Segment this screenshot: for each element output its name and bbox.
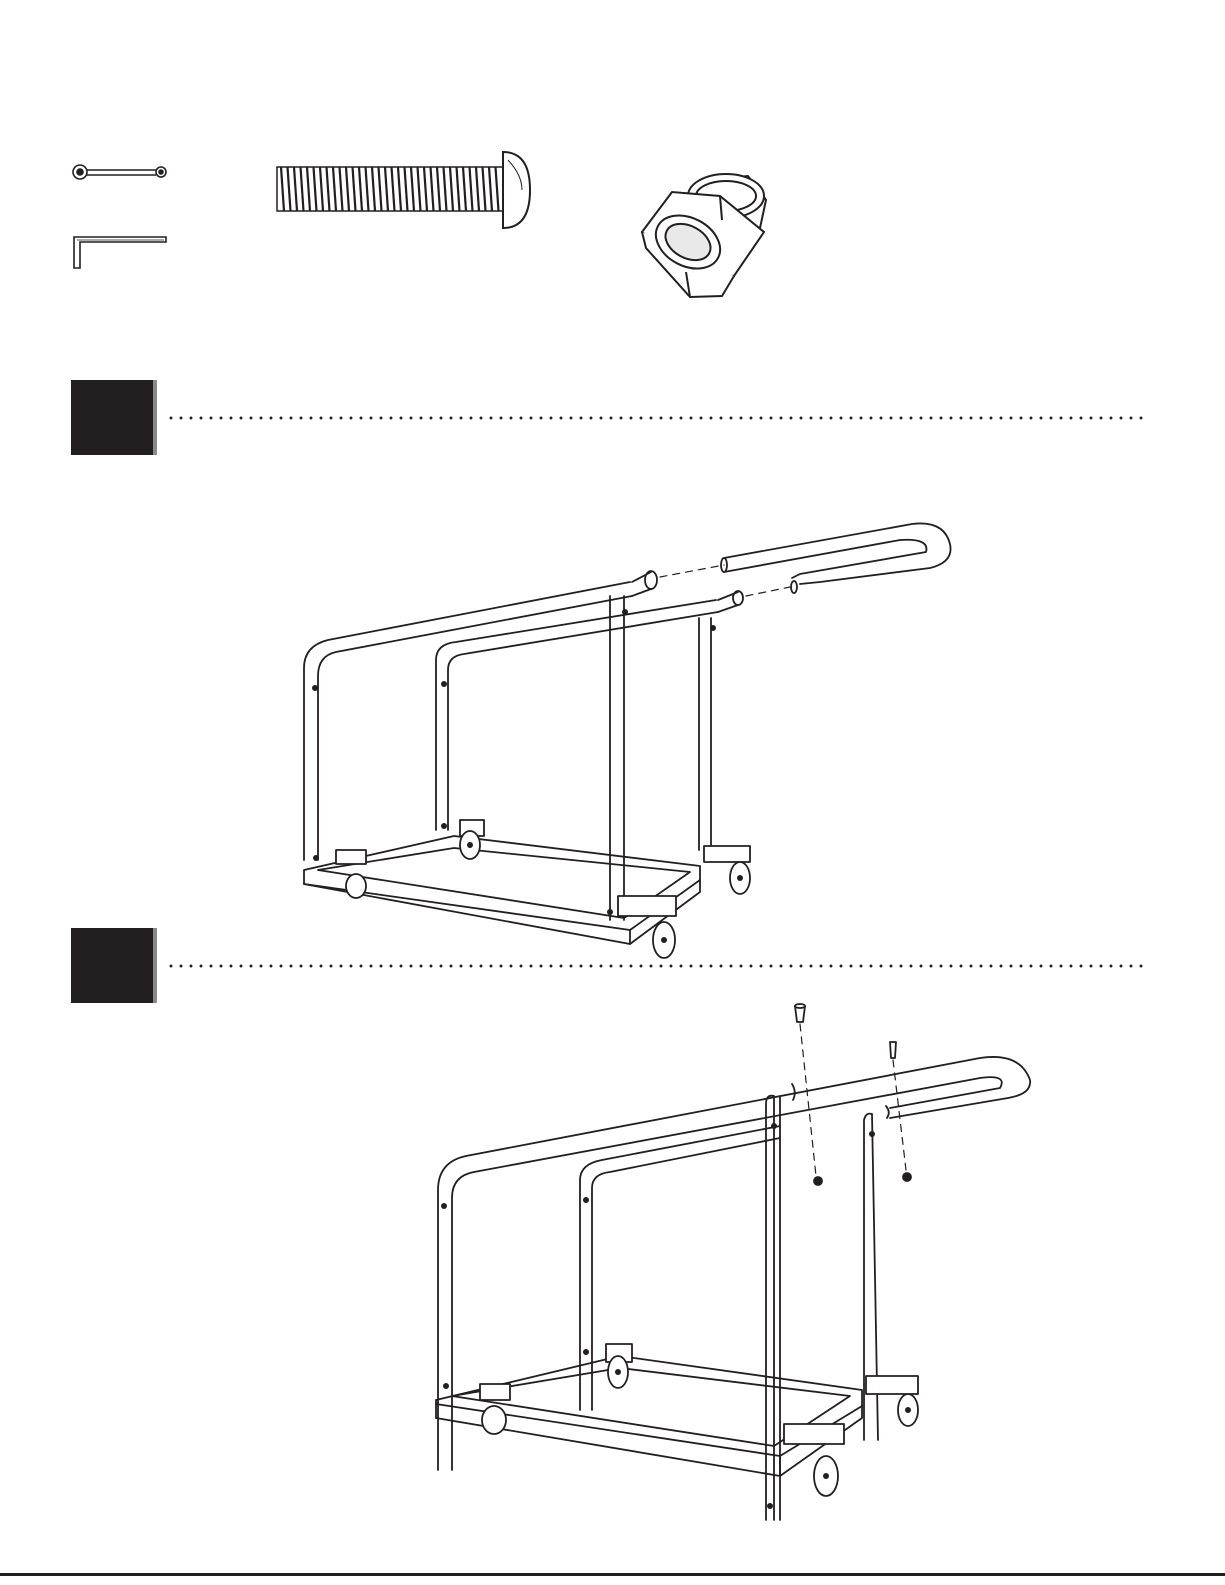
bottom-rule [0,1573,1225,1576]
nut-icon [814,1173,911,1185]
bolt-icon [795,1004,896,1058]
